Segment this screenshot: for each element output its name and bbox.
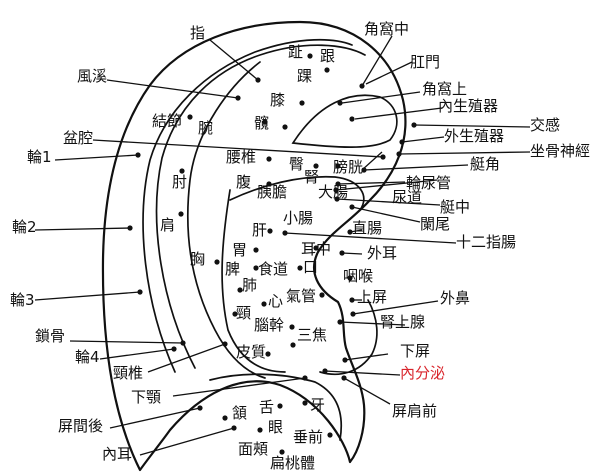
leader-lines xyxy=(34,35,531,456)
label-xiong: 胸 xyxy=(190,250,205,268)
label-lun2: 輪2 xyxy=(12,218,37,236)
label-naogan: 腦幹 xyxy=(254,316,284,334)
label-xiaping: 下屏 xyxy=(400,342,430,360)
label-shenshangxian: 腎上腺 xyxy=(380,313,425,331)
label-jing-neck: 頸 xyxy=(236,304,251,322)
label-shu: 舌 xyxy=(259,398,274,416)
label-pingjianhou: 屏間後 xyxy=(58,417,103,435)
label-xiaochang: 小腸 xyxy=(283,209,313,227)
label-xia-e: 下顎 xyxy=(131,388,161,406)
label-jiewo-shang: 角窩上 xyxy=(422,80,467,98)
label-pizhi: 皮質 xyxy=(236,343,266,361)
label-huai: 踝 xyxy=(297,67,312,85)
label-lun1: 輪1 xyxy=(27,148,52,166)
label-waier: 外耳 xyxy=(367,244,397,262)
label-qiguan: 氣管 xyxy=(286,287,316,305)
label-chuiqian: 垂前 xyxy=(293,428,323,446)
antihelix-inner-curve xyxy=(142,38,353,373)
label-yan: 眼 xyxy=(268,418,283,436)
outer-helix-outline xyxy=(101,20,407,472)
label-xin: 心 xyxy=(268,292,283,310)
label-erzhong: 耳中 xyxy=(301,240,331,258)
label-gan: 肝 xyxy=(252,221,267,239)
label-gen: 跟 xyxy=(320,47,335,65)
label-tun: 臀 xyxy=(289,155,304,173)
label-fei: 肺 xyxy=(242,276,257,294)
ear-outline xyxy=(101,20,407,472)
label-tingzhong: 艇中 xyxy=(440,198,470,216)
label-fengxi: 風溪 xyxy=(77,67,107,85)
label-suogu: 鎖骨 xyxy=(35,327,65,345)
label-neifenmi: 內分泌 xyxy=(400,364,445,382)
label-niaodao: 尿道 xyxy=(392,188,422,206)
label-lun3: 輪3 xyxy=(10,291,35,309)
label-zuogu-shenjing: 坐骨神經 xyxy=(530,142,590,160)
fossa-outline xyxy=(186,61,266,379)
label-penqiang: 盆腔 xyxy=(63,129,93,147)
label-tingjiao: 艇角 xyxy=(470,155,500,173)
label-waibi: 外鼻 xyxy=(440,289,470,307)
antihelix-outer-curve xyxy=(155,44,366,369)
label-lun-niaoguan: 輪尿管 xyxy=(406,174,451,192)
label-shen: 腎 xyxy=(304,168,319,186)
label-yanhou: 咽喉 xyxy=(343,267,373,285)
label-pi: 脾 xyxy=(225,260,240,278)
label-dachang: 大腸 xyxy=(318,183,348,201)
label-lun4: 輪4 xyxy=(75,348,100,366)
label-yidan: 胰膽 xyxy=(257,183,287,201)
label-han: 頷 xyxy=(232,404,247,422)
label-kuan: 髖 xyxy=(254,114,269,132)
label-xi: 膝 xyxy=(270,91,285,109)
label-nei-shengzhiqi: 內生殖器 xyxy=(438,97,498,115)
label-shierzhichang: 十二指腸 xyxy=(456,233,516,251)
label-kou: 口 xyxy=(303,258,318,276)
label-neier: 內耳 xyxy=(102,445,132,463)
label-pangguang: 膀胱 xyxy=(333,158,363,176)
label-mianjia: 面頰 xyxy=(238,440,268,458)
label-shidao: 食道 xyxy=(258,260,288,278)
concha-outline xyxy=(291,94,398,148)
tragus-outline xyxy=(319,299,378,376)
label-zhichang: 直腸 xyxy=(352,219,382,237)
label-biantaoti: 扁桃體 xyxy=(270,454,315,472)
label-jiewo-zhong: 角窩中 xyxy=(364,20,409,38)
concha-cavity-outline xyxy=(229,175,365,211)
label-pingjianqian: 屏肩前 xyxy=(392,402,437,420)
label-wai-shengzhiqi: 外生殖器 xyxy=(444,127,504,145)
label-wan: 腕 xyxy=(198,119,213,137)
label-wei: 胃 xyxy=(232,241,247,259)
acupoint-dots xyxy=(127,53,417,455)
label-lanwei: 闌尾 xyxy=(420,215,450,233)
label-jingzhui: 頸椎 xyxy=(113,364,143,382)
label-sanjiao: 三焦 xyxy=(297,326,327,344)
label-jian: 肩 xyxy=(160,216,175,234)
antihelix-crus-curve xyxy=(221,189,286,373)
label-jiaogan: 交感 xyxy=(530,116,560,134)
label-zhi: 指 xyxy=(190,24,205,42)
label-shangping: 上屏 xyxy=(357,288,387,306)
label-zhi-toe: 趾 xyxy=(288,43,303,61)
label-yaozhui: 腰椎 xyxy=(226,148,256,166)
label-zhou: 肘 xyxy=(172,173,187,191)
label-fu: 腹 xyxy=(236,173,251,191)
acupoint-labels: 指風溪 趾跟踝膝髖 角窩中肛門角窩上內生殖器交感外生殖器坐骨神經 結節腕盆腔輪1 腰椎 臀… xyxy=(10,20,590,472)
label-ganmen: 肛門 xyxy=(410,53,440,71)
label-ya: 牙 xyxy=(310,396,325,414)
label-jiejie: 結節 xyxy=(152,112,182,130)
earlobe-outline xyxy=(209,373,343,441)
